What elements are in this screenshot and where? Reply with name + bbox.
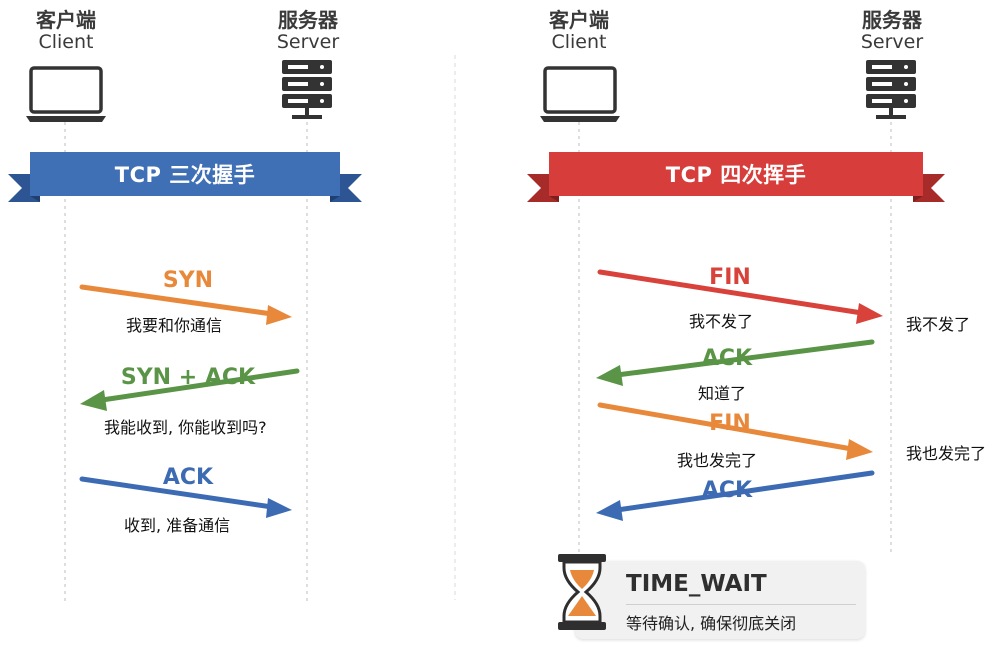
fin-1-side-note: 我不发了 <box>906 315 971 334</box>
wave-banner: TCP 四次挥手 <box>549 152 923 196</box>
wave-banner-title: TCP 四次挥手 <box>665 163 807 187</box>
time-wait-desc: 等待确认, 确保彻底关闭 <box>626 614 797 633</box>
handshake-banner-ribbon <box>8 152 362 202</box>
syn-note: 我要和你通信 <box>126 316 223 335</box>
time-wait-box <box>575 561 865 639</box>
handshake-banner: TCP 三次握手 <box>30 152 340 196</box>
wave-banner-ribbon <box>527 152 945 202</box>
right-server-title: 服务器 <box>862 8 922 32</box>
syn-label: SYN <box>162 268 214 293</box>
fin-2-label: FIN <box>709 411 751 436</box>
ack-arrow-1 <box>596 339 875 386</box>
syn-arrow <box>79 284 292 325</box>
right-client-subtitle: Client <box>551 31 607 53</box>
right-server-subtitle: Server <box>860 31 924 53</box>
left-client-title: 客户端 <box>36 8 96 32</box>
fin-1-note: 我不发了 <box>689 312 754 331</box>
syn-ack-note: 我能收到, 你能收到吗? <box>104 418 267 437</box>
fin-2-note: 我也发完了 <box>677 451 758 470</box>
left-client-subtitle: Client <box>38 31 94 53</box>
right-client-title: 客户端 <box>549 8 609 32</box>
fin-1-label: FIN <box>709 265 751 290</box>
server-rack-icon <box>866 60 916 119</box>
ack-arrow-2 <box>596 470 875 521</box>
hourglass-icon <box>558 554 606 630</box>
laptop-icon <box>26 66 106 122</box>
ack-arrow <box>79 476 292 518</box>
fin-2-side-note: 我也发完了 <box>906 444 987 463</box>
syn-ack-label: SYN + ACK <box>120 365 256 390</box>
left-server-subtitle: Server <box>276 31 340 53</box>
ack-1-label: ACK <box>701 346 753 371</box>
fin-arrow-1 <box>597 269 883 324</box>
handshake-banner-title: TCP 三次握手 <box>114 163 256 187</box>
fin-arrow-2 <box>597 402 873 460</box>
ack-1-note: 知道了 <box>698 384 747 403</box>
laptop-icon <box>540 66 620 122</box>
ack-2-label: ACK <box>701 478 753 503</box>
time-wait-title: TIME_WAIT <box>626 571 767 597</box>
syn-ack-arrow <box>80 368 300 411</box>
left-server-title: 服务器 <box>278 8 338 32</box>
ack-note: 收到, 准备通信 <box>124 516 231 535</box>
ack-label: ACK <box>162 465 214 490</box>
time-wait-divider <box>626 604 856 605</box>
server-rack-icon <box>282 60 332 119</box>
